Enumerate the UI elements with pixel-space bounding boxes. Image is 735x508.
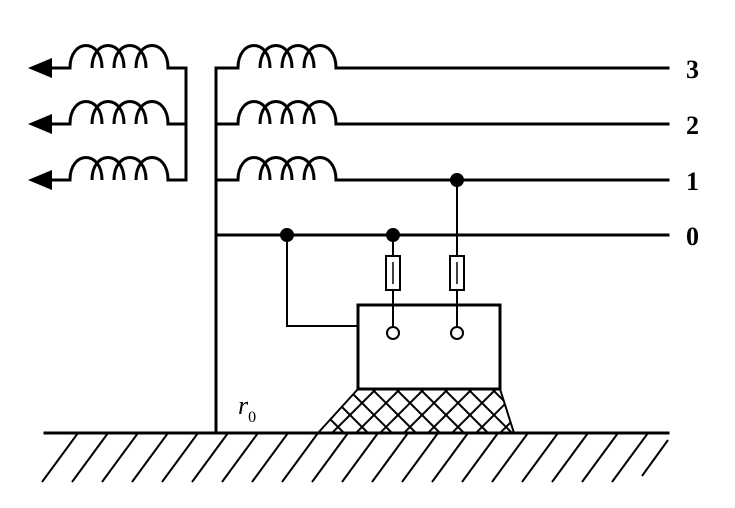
label-line-2: 2 — [686, 111, 699, 140]
protective-conductor — [286, 235, 358, 327]
primary-coil-1 — [214, 156, 670, 182]
label-line-3: 3 — [686, 55, 699, 84]
secondary-windings — [28, 44, 188, 190]
equipment-housing — [356, 303, 502, 391]
label-line-1: 1 — [686, 167, 699, 196]
secondary-coil-3 — [28, 44, 188, 78]
label-line-0: 0 — [686, 222, 699, 251]
primary-coil-2 — [214, 100, 670, 126]
secondary-coil-1 — [28, 156, 188, 190]
terminal-left — [386, 326, 400, 340]
label-ground-resistance: r0 — [238, 391, 256, 426]
arrow-left-icon — [28, 170, 52, 190]
primary-coil-3 — [214, 44, 670, 70]
feeder-right — [449, 180, 465, 340]
arrow-left-icon — [28, 114, 52, 134]
resistance-symbol: r — [238, 391, 249, 420]
terminal-right — [450, 326, 464, 340]
feeder-left — [385, 235, 401, 340]
resistance-subscript: 0 — [248, 409, 256, 426]
ground-hatch-icon — [41, 431, 670, 483]
arrow-left-icon — [28, 58, 52, 78]
crosshatch-base-icon — [317, 388, 515, 434]
secondary-coil-2 — [28, 100, 188, 134]
primary-windings — [214, 44, 670, 182]
